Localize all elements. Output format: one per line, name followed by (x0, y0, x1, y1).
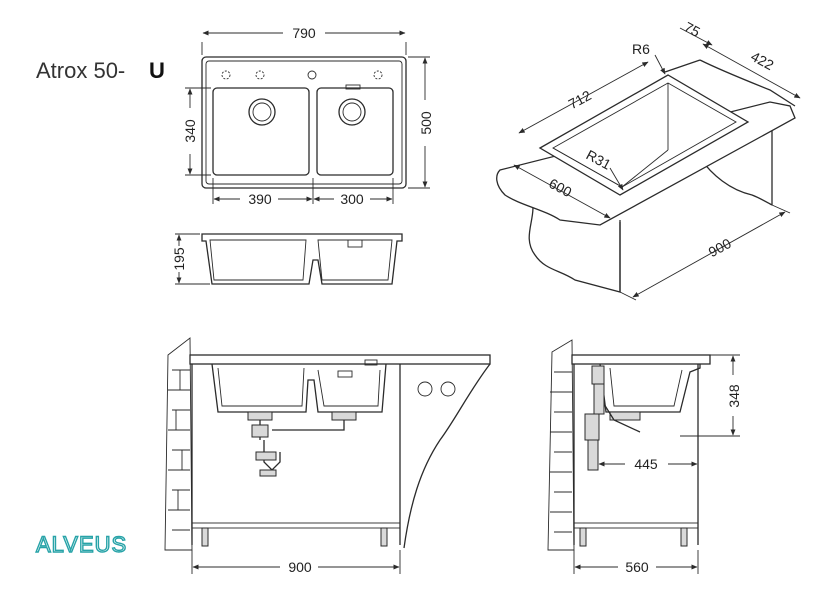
side-section-view: 195 (171, 233, 403, 285)
dim-790-label: 790 (292, 25, 316, 41)
dim-195-label: 195 (171, 247, 187, 271)
product-variant: U (149, 58, 165, 83)
dim-340-label: 340 (182, 119, 198, 143)
dim-r6-label: R6 (632, 41, 650, 57)
dim-bowl-depth: 340 (182, 87, 211, 176)
dim-75-label: 75 (682, 19, 703, 41)
brand-logo: ALVEUS (36, 532, 127, 557)
isometric-install-view: 712 R6 75 422 R31 600 900 (496, 19, 801, 301)
side-cabinet-view: 348 445 560 (547, 339, 742, 575)
dim-445-label: 445 (634, 456, 658, 472)
dim-300-label: 300 (340, 191, 364, 207)
dim-712-label: 712 (566, 87, 594, 112)
dim-900-front-label: 900 (288, 559, 312, 575)
top-view (201, 56, 407, 189)
product-name: Atrox 50- (36, 58, 125, 83)
front-cabinet-view: 900 (164, 337, 491, 575)
dim-500-label: 500 (418, 111, 434, 135)
dim-422-label: 422 (748, 48, 776, 73)
dim-900-3d-label: 900 (706, 235, 734, 260)
dim-348-label: 348 (726, 384, 742, 408)
dim-560-label: 560 (625, 559, 649, 575)
dim-bowl-widths: 390 300 (212, 178, 394, 207)
dim-top-width: 790 (201, 25, 407, 55)
dim-total-height: 500 (408, 56, 434, 189)
dim-390-label: 390 (248, 191, 272, 207)
